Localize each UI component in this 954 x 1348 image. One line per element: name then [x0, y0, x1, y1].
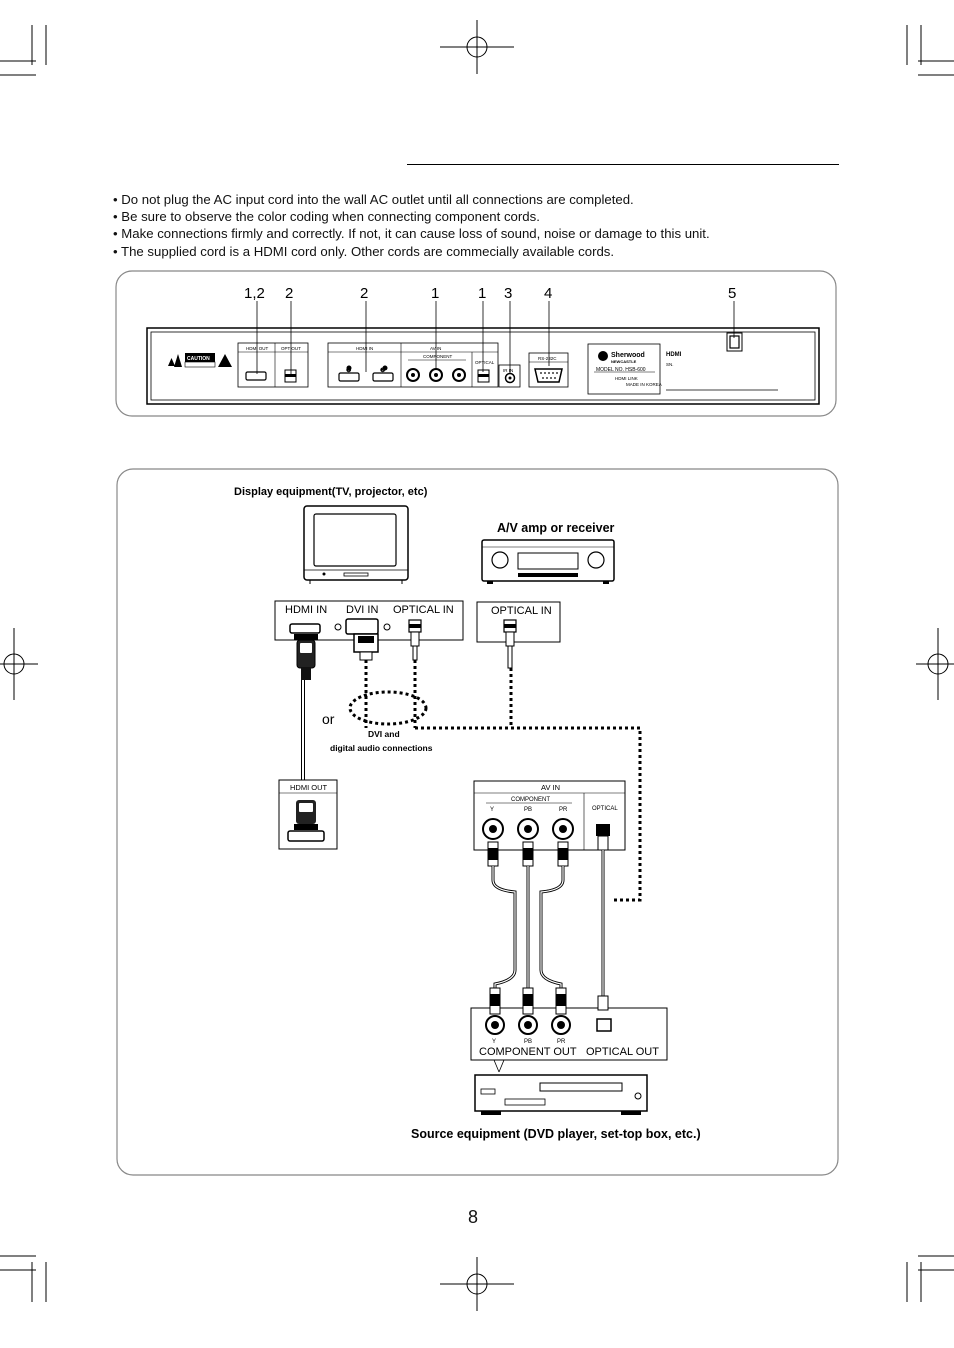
source-pr-label: PR	[557, 1039, 566, 1045]
unit-component-label: COMPONENT	[511, 797, 550, 803]
av-receiver-icon	[481, 539, 615, 584]
model-label: MODEL NO. HSB-600	[596, 367, 646, 373]
callout-number: 1	[431, 285, 439, 302]
connection-diagram: HDMI IN DVI IN OPTICAL IN OPTICAL IN COM…	[116, 468, 839, 1176]
hdmi-logo: HDMI	[666, 352, 682, 358]
dvi-note-line2: digital audio connections	[330, 743, 433, 753]
callout-number: 2	[360, 285, 368, 302]
source-y-label: Y	[492, 1039, 496, 1045]
note-item: • Do not plug the AC input cord into the…	[113, 192, 634, 207]
source-output-label: COMPONENT OUT	[479, 1046, 577, 1058]
note-item: • The supplied cord is a HDMI cord only.…	[113, 243, 615, 259]
page-number: 8	[468, 1207, 479, 1227]
heading-rule	[407, 164, 839, 165]
note-item: • Be sure to observe the color coding wh…	[113, 209, 540, 225]
unit-pb-label: PB	[524, 807, 532, 813]
rear-panel-diagram: HDMI OUT OPT OUT HDMI IN AV IN COMPONENT…	[115, 270, 837, 417]
source-title: Source equipment (DVD player, set-top bo…	[411, 1127, 701, 1141]
dvi-note-line1: DVI and	[368, 729, 400, 739]
component-label: COMPONENT	[423, 354, 453, 359]
callout-number: 5	[728, 285, 736, 302]
sn-label: SN.	[666, 362, 674, 367]
display-title: Display equipment(TV, projector, etc)	[234, 486, 428, 498]
callout-number: 3	[504, 285, 512, 302]
notes-list: • Do not plug the AC input cord into the…	[113, 191, 710, 260]
unit-av-in-label: AV IN	[541, 783, 560, 792]
av-in-label: AV IN	[430, 346, 441, 351]
display-input-label: DVI IN	[346, 604, 378, 616]
ir-in-label: IR IN	[503, 368, 513, 373]
unit-y-label: Y	[490, 807, 494, 813]
or-label: or	[322, 711, 335, 727]
amp-title: A/V amp or receiver	[497, 521, 615, 535]
svg-text:❶: ❶	[346, 367, 352, 374]
display-input-label: HDMI IN	[285, 604, 327, 616]
tv-icon	[303, 505, 409, 584]
optical-label: OPTICAL	[475, 360, 495, 365]
svg-text:❷: ❷	[380, 367, 386, 374]
unit-optical-label: OPTICAL	[592, 806, 618, 812]
callout-number: 1,2	[244, 285, 265, 302]
brand-sub-label: NEWCASTLE	[611, 359, 637, 364]
model-sub-label: HDMI LINK	[615, 376, 638, 381]
caution-label: CAUTION	[187, 356, 210, 362]
source-pb-label: PB	[524, 1039, 532, 1045]
brand-label: Sherwood	[611, 352, 645, 359]
amp-input-label: OPTICAL IN	[491, 605, 552, 617]
opt-out-label: OPT OUT	[281, 346, 301, 351]
note-item: • Make connections firmly and correctly.…	[113, 226, 710, 242]
dvd-player-icon	[474, 1074, 648, 1115]
callout-number: 1	[478, 285, 486, 302]
unit-pr-label: PR	[559, 807, 568, 813]
callout-number: 4	[544, 285, 552, 302]
hdmi-out-label: HDMI OUT	[246, 346, 268, 351]
hdmi-in-label: HDMI IN	[356, 346, 373, 351]
made-in-label: MADE IN KOREA	[626, 382, 662, 387]
display-input-label: OPTICAL IN	[393, 604, 454, 616]
unit-hdmi-out-label: HDMI OUT	[290, 783, 327, 792]
source-output-label: OPTICAL OUT	[586, 1046, 659, 1058]
callout-number: 2	[285, 285, 293, 302]
rs232c-label: RS-232C	[538, 356, 557, 361]
